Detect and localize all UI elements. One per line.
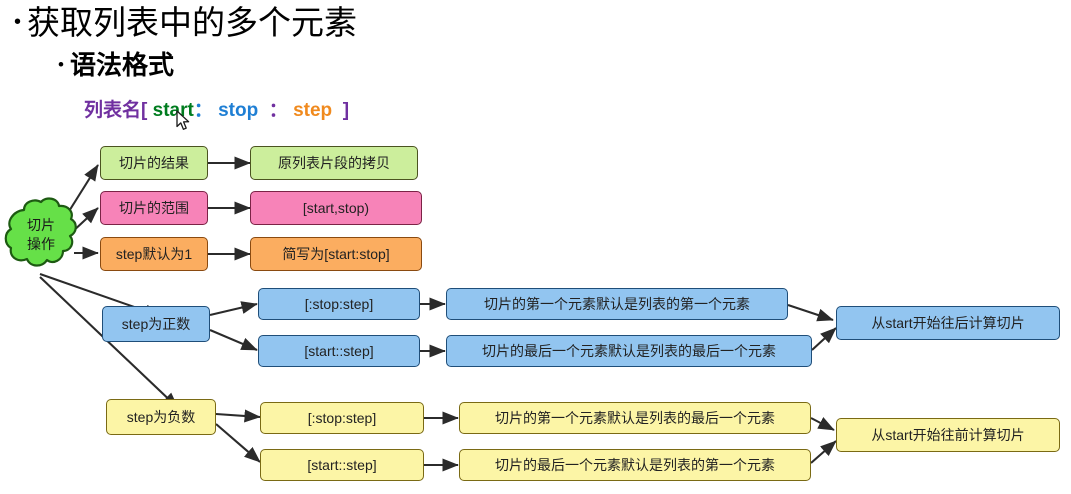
- node-label: 切片的结果: [119, 155, 189, 171]
- node-step-negative[interactable]: step为负数: [106, 399, 216, 435]
- node-label: step为正数: [121, 316, 191, 332]
- node-label: 简写为[start:stop]: [282, 246, 390, 262]
- node-label: [start::step]: [304, 343, 374, 359]
- node-negative-case-1-note[interactable]: 切片的最后一个元素默认是列表的第一个元素: [459, 449, 811, 481]
- page-title-text: 获取列表中的多个元素: [27, 4, 358, 41]
- node-step-positive[interactable]: step为正数: [102, 306, 210, 342]
- node-label: [start,stop): [302, 200, 370, 216]
- diagram-root-cloud[interactable]: 切片 操作: [4, 196, 78, 274]
- node-label: 原列表片段的拷贝: [278, 155, 390, 171]
- node-label: 切片的最后一个元素默认是列表的第一个元素: [495, 457, 775, 473]
- node-label: step默认为1: [115, 246, 193, 262]
- cloud-label-line2: 操作: [27, 236, 55, 252]
- bullet-glyph-level1: •: [14, 11, 22, 33]
- cloud-label-line1: 切片: [27, 217, 55, 233]
- node-label: [start::step]: [307, 457, 377, 473]
- syntax-bracket-close: ]: [342, 100, 350, 121]
- page-title: •获取列表中的多个元素: [14, 2, 357, 43]
- syntax-bracket-open: [: [141, 100, 148, 121]
- syntax-stop-token: stop: [218, 100, 259, 121]
- node-label: 切片的第一个元素默认是列表的最后一个元素: [495, 410, 775, 426]
- node-label: 切片的第一个元素默认是列表的第一个元素: [484, 296, 750, 312]
- node-negative-case-0-note[interactable]: 切片的第一个元素默认是列表的最后一个元素: [459, 402, 811, 434]
- node-label: 从start开始往后计算切片: [871, 315, 1025, 331]
- subtitle: • 语法格式: [58, 48, 174, 82]
- node-positive-case-1-syntax[interactable]: [start::step]: [258, 335, 420, 367]
- node-label: [:stop:step]: [307, 410, 377, 426]
- node-negative-case-0-syntax[interactable]: [:stop:step]: [260, 402, 424, 434]
- node-step-default[interactable]: step默认为1: [100, 237, 208, 271]
- node-slice-result-detail[interactable]: 原列表片段的拷贝: [250, 146, 418, 180]
- node-positive-case-0-syntax[interactable]: [:stop:step]: [258, 288, 420, 320]
- syntax-step-token: step: [293, 100, 333, 121]
- node-positive-case-1-note[interactable]: 切片的最后一个元素默认是列表的最后一个元素: [446, 335, 812, 367]
- node-label: 切片的最后一个元素默认是列表的最后一个元素: [482, 343, 776, 359]
- subtitle-text: 语法格式: [69, 50, 174, 80]
- cloud-shape-icon: [4, 197, 77, 267]
- node-label: [:stop:step]: [304, 296, 374, 312]
- node-slice-result[interactable]: 切片的结果: [100, 146, 208, 180]
- node-label: 切片的范围: [119, 200, 189, 216]
- syntax-colon-2: ：: [268, 100, 288, 121]
- syntax-list-name: 列表名: [84, 100, 142, 121]
- node-step-default-detail[interactable]: 简写为[start:stop]: [250, 237, 422, 271]
- node-negative-conclusion[interactable]: 从start开始往前计算切片: [836, 418, 1060, 452]
- node-negative-case-1-syntax[interactable]: [start::step]: [260, 449, 424, 481]
- node-label: step为负数: [126, 409, 196, 425]
- bullet-glyph-level2: •: [58, 55, 64, 74]
- node-label: 从start开始往前计算切片: [871, 427, 1025, 443]
- node-positive-case-0-note[interactable]: 切片的第一个元素默认是列表的第一个元素: [446, 288, 788, 320]
- node-positive-conclusion[interactable]: 从start开始往后计算切片: [836, 306, 1060, 340]
- node-slice-range-detail[interactable]: [start,stop): [250, 191, 422, 225]
- syntax-colon-1: ：: [193, 100, 213, 121]
- node-slice-range[interactable]: 切片的范围: [100, 191, 208, 225]
